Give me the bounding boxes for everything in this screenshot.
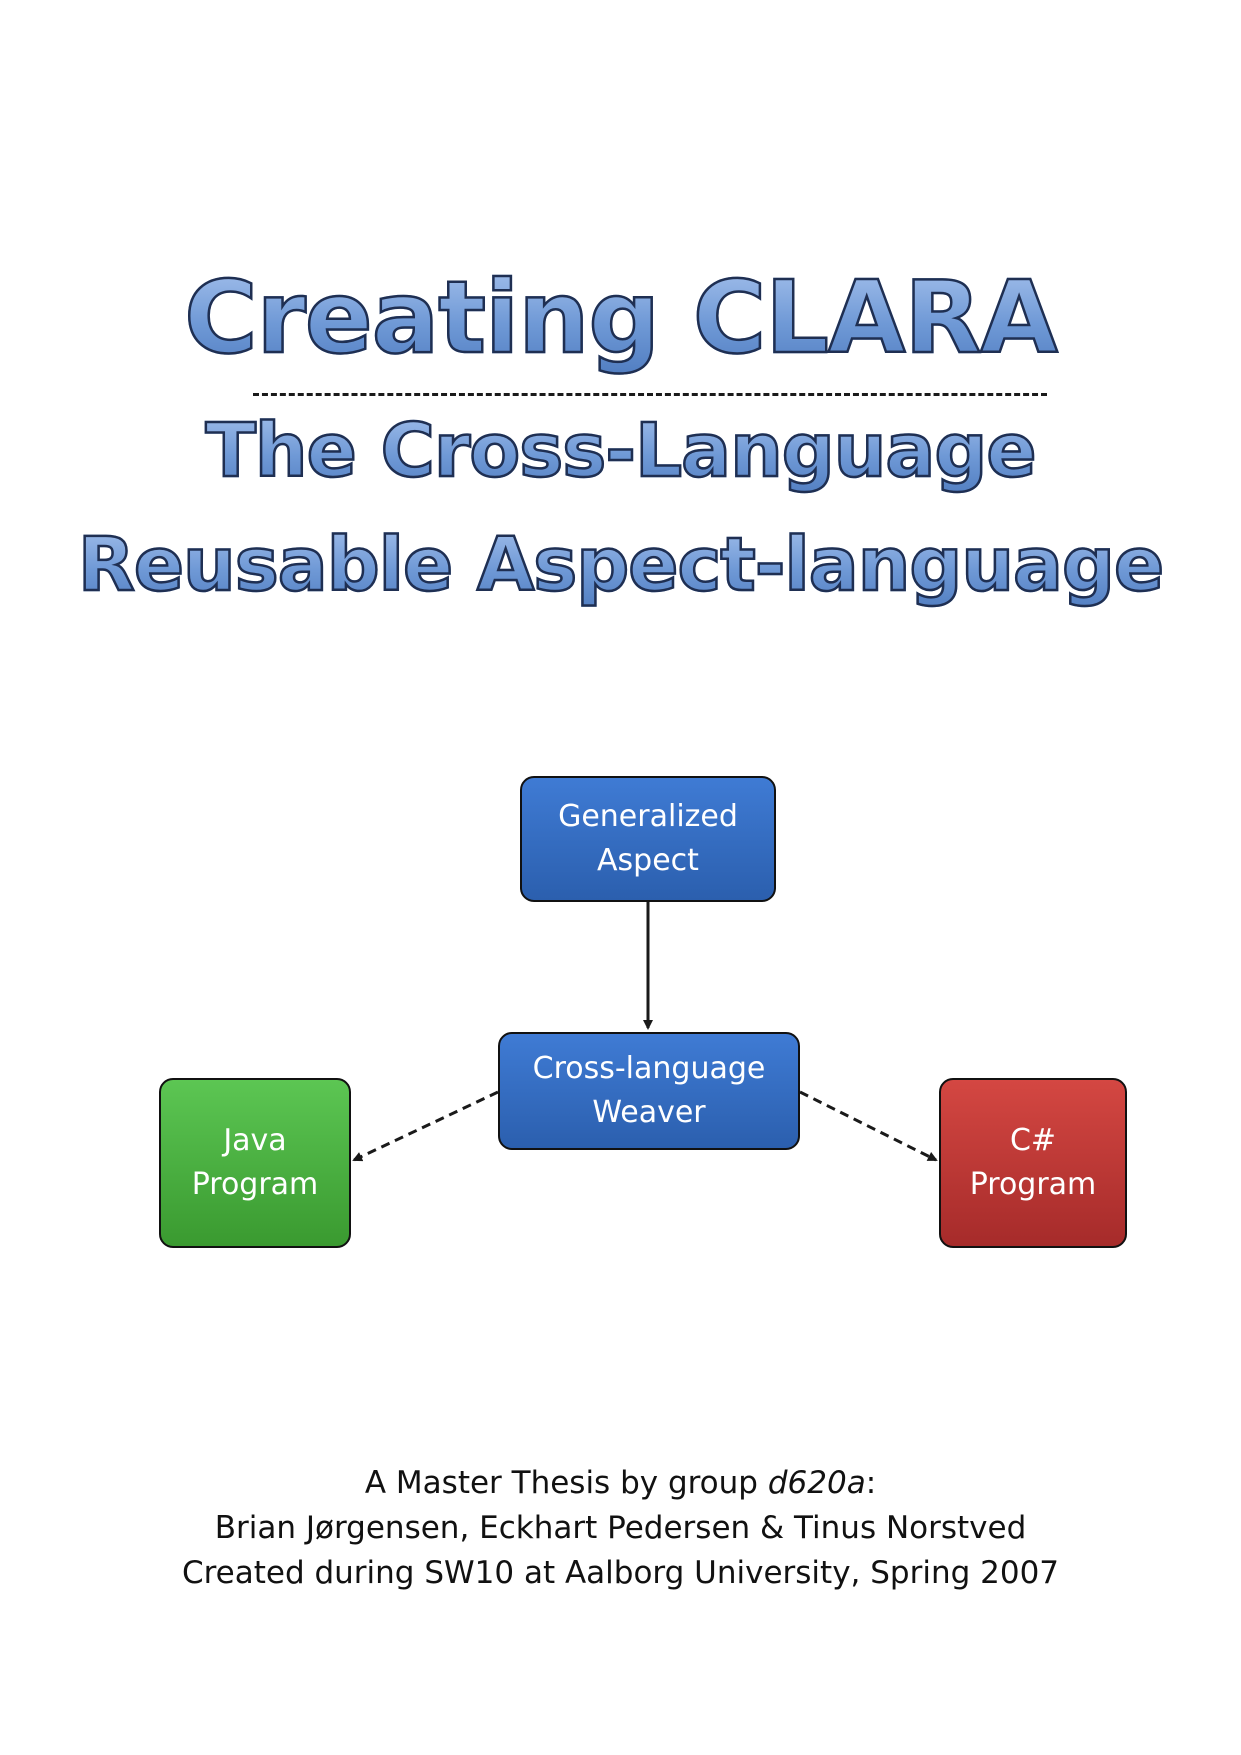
node-cross-language-weaver-line-1: Cross-language [532,1051,766,1086]
node-csharp-program-line-1: C# [1009,1123,1057,1158]
node-java-program: Java Program [159,1078,351,1248]
node-cross-language-weaver: Cross-language Weaver [498,1032,800,1150]
node-java-program-line-2: Program [191,1167,319,1202]
footer-institution: Created during SW10 at Aalborg Universit… [181,1555,1060,1591]
footer-thesis-prefix: A Master Thesis by group [364,1465,768,1501]
node-generalized-aspect-line-1: Generalized [558,799,738,834]
footer-thesis-suffix: : [865,1465,877,1501]
footer-thesis-line: A Master Thesis by group d620a: [0,1461,1241,1506]
node-csharp-program: C# Program [939,1078,1127,1248]
footer-group-name: d620a [767,1465,866,1501]
footer-authors: Brian Jørgensen, Eckhart Pedersen & Tinu… [214,1510,1027,1546]
node-generalized-aspect: Generalized Aspect [520,776,776,902]
node-generalized-aspect-line-2: Aspect [597,843,699,878]
node-cross-language-weaver-line-2: Weaver [592,1095,706,1130]
node-java-program-line-1: Java [223,1123,287,1158]
edge-weaver-to-csharp [799,1090,938,1162]
title-main: Creating CLARA [0,258,1241,378]
edge-weaver-to-java [352,1090,499,1162]
node-csharp-program-line-2: Program [969,1167,1097,1202]
title-divider [253,393,1047,396]
title-subtitle-line-1: The Cross-Language [0,403,1241,499]
title-subtitle-line-2: Reusable Aspect-language [0,517,1241,613]
